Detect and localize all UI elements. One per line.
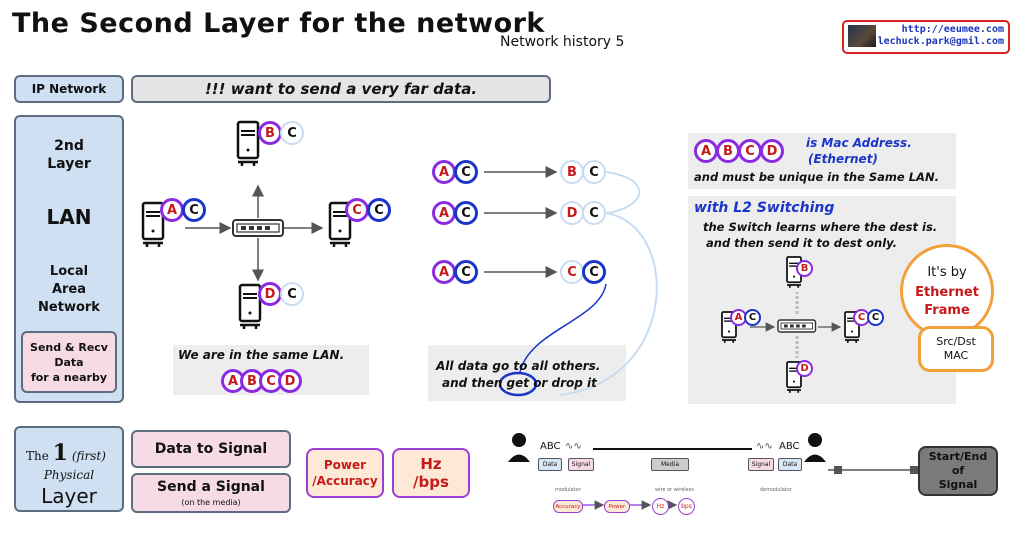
lan-fullname: Local Area Network <box>38 264 100 315</box>
author-photo <box>848 25 876 47</box>
layer2-sidebar: 2nd Layer LAN Local Area Network Send & … <box>14 115 124 403</box>
waveform-right-icon: ∿∿ <box>756 441 773 452</box>
mini-hz-chip: Hz <box>652 498 669 515</box>
flow-row1-src-mac: A <box>432 160 456 184</box>
layer1-physical: Physical <box>43 468 95 482</box>
frame-line2: Ethernet <box>915 285 979 300</box>
lan-bottom-mac-bubble: D <box>258 282 282 306</box>
modulator-label: modulator <box>555 487 581 493</box>
mini-bottom-bubble: D <box>796 360 813 377</box>
data-to-signal-box: Data to Signal <box>131 430 291 468</box>
lan-server-top <box>236 120 260 168</box>
lan-top-ip-bubble: C <box>280 121 304 145</box>
flow-row3-dst-mac: C <box>560 260 584 284</box>
lan-bubble-d: D <box>278 369 302 393</box>
lan-server-bottom <box>238 283 262 331</box>
flow-caption-panel <box>428 345 626 401</box>
mac-address-label: is Mac Address. <box>806 136 912 150</box>
ip-network-message: !!! want to send a very far data. <box>131 75 551 103</box>
flow-caption-line2: and then get or drop it <box>442 376 597 390</box>
person-left-icon <box>508 433 530 462</box>
mac-unique-text: and must be unique in the Same LAN. <box>694 170 939 184</box>
on-media-label: (on the media) <box>181 498 241 507</box>
flow-row3-src-ip: C <box>454 260 478 284</box>
lan-top-mac-bubble: B <box>258 121 282 145</box>
mini-top-bubble: B <box>796 260 813 277</box>
frame-line1: It's by <box>927 265 967 280</box>
src-dst-mac-box: Src/Dst MAC <box>918 326 994 372</box>
flow-caption: All data go to all others. and then get … <box>436 358 600 392</box>
ip-network-label: IP Network <box>14 75 124 103</box>
layer1-number: 1 <box>52 440 68 466</box>
switching-title: with L2 Switching <box>694 200 835 216</box>
layer1-layer: Layer <box>41 484 97 508</box>
signal-left-text: ABC <box>540 441 561 452</box>
left-signal-chip: Signal <box>568 458 594 471</box>
left-data-chip: Data <box>538 458 562 471</box>
mini-bps-chip: bps <box>678 498 695 515</box>
mini-power-chip: Power <box>604 500 630 513</box>
contact-email[interactable]: lechuck.park@gmil.com <box>877 36 1004 47</box>
signal-right-text: ABC <box>779 441 800 452</box>
right-signal-chip: Signal <box>748 458 774 471</box>
layer2-purpose: Send & Recv Data for a nearby <box>21 331 117 393</box>
flow-caption-line1: All data go to all others. <box>436 359 601 373</box>
flow-row3-src-mac: A <box>432 260 456 284</box>
flow-row3-dst-ip: C <box>582 260 606 284</box>
send-signal-label: Send a Signal <box>157 479 265 495</box>
ethernet-label: (Ethernet) <box>808 152 878 166</box>
power-accuracy-box: Power /Accuracy <box>306 448 384 498</box>
mini-left-ip: C <box>744 309 761 326</box>
mini-switch-icon <box>777 319 817 333</box>
mac-bubble-d: D <box>760 139 784 163</box>
start-end-signal-box: Start/End of Signal <box>918 446 998 496</box>
person-right-icon <box>804 433 826 462</box>
right-data-chip: Data <box>778 458 802 471</box>
contact-url[interactable]: http://eeumee.com <box>901 24 1004 35</box>
contact-badge[interactable]: http://eeumee.com lechuck.park@gmil.com <box>842 20 1010 54</box>
mini-right-ip: C <box>867 309 884 326</box>
switching-line2: and then send it to dest only. <box>706 236 897 250</box>
layer1-first: (first) <box>71 449 106 463</box>
mac-bubble-b: B <box>716 139 740 163</box>
lan-switch-icon <box>232 219 284 237</box>
flow-row1-dst-mac: B <box>560 160 584 184</box>
waveform-left-icon: ∿∿ <box>565 441 582 452</box>
page-subtitle: Network history 5 <box>500 34 625 50</box>
media-chip: Media <box>651 458 689 471</box>
layer1-the: The <box>26 449 49 463</box>
ethernet-frame-circle: It's by Ethernet Frame <box>900 244 994 338</box>
lan-right-mac-bubble: C <box>345 198 369 222</box>
flow-row2-dst-ip: C <box>582 201 606 225</box>
flow-row1-src-ip: C <box>454 160 478 184</box>
mac-bubble-a: A <box>694 139 718 163</box>
switching-line1: the Switch learns where the dest is. <box>703 220 938 234</box>
demodulator-label: demodulator <box>760 487 793 493</box>
send-signal-box: Send a Signal (on the media) <box>131 473 291 513</box>
layer2-title: 2nd Layer <box>47 138 91 172</box>
lan-bottom-ip-bubble: C <box>280 282 304 306</box>
frame-line3: Frame <box>924 303 970 318</box>
get-highlight <box>498 371 538 397</box>
hz-bps-box: Hz /bps <box>392 448 470 498</box>
flow-row2-src-mac: A <box>432 201 456 225</box>
lan-left-mac-bubble: A <box>160 198 184 222</box>
wire-label: wire or wireless <box>655 487 694 493</box>
flow-row2-src-ip: C <box>454 201 478 225</box>
layer1-sidebar: The 1 (first) Physical Layer <box>14 426 124 512</box>
flow-row2-dst-mac: D <box>560 201 584 225</box>
flow-row1-dst-ip: C <box>582 160 606 184</box>
page-title: The Second Layer for the network <box>12 8 545 39</box>
lan-caption: We are in the same LAN. <box>178 348 345 362</box>
mini-accuracy-chip: Accuracy <box>553 500 583 513</box>
lan-right-ip-bubble: C <box>367 198 391 222</box>
lan-title: LAN <box>46 205 92 229</box>
mac-bubble-c: C <box>738 139 762 163</box>
lan-left-ip-bubble: C <box>182 198 206 222</box>
